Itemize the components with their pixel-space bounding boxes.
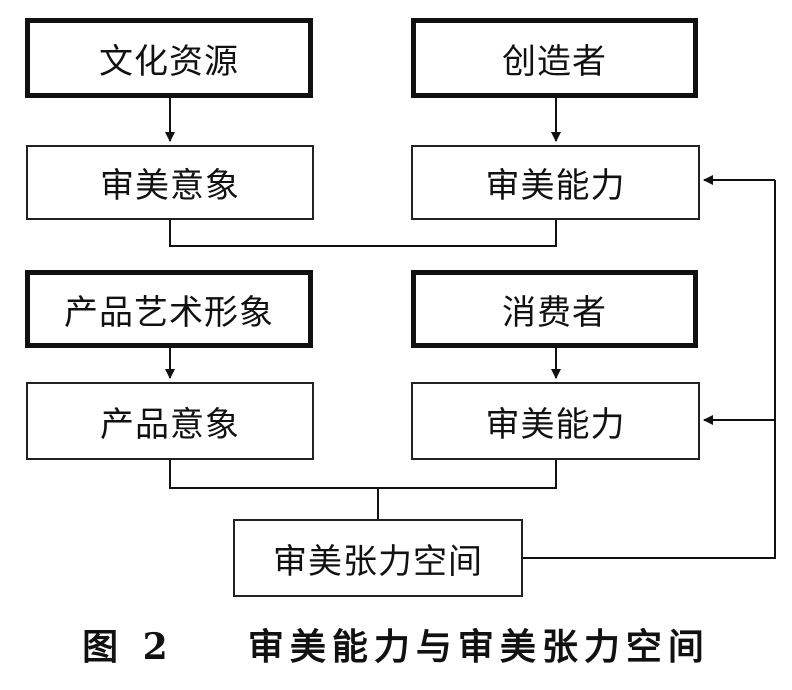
figure-title: 审美能力与审美张力空间 [247,626,710,668]
creator-box: 创造者 [411,18,698,98]
join-line-top [169,220,557,247]
cultural-resources-label: 文化资源 [99,41,239,82]
product-art-image-box: 产品艺术形象 [25,270,313,348]
join-line-bottom [169,460,557,489]
product-art-image-label: 产品艺术形象 [64,292,274,333]
creator-aesthetic-ability-box: 审美能力 [411,145,700,220]
creator-label: 创造者 [502,41,607,82]
figure-caption: 图 2 审美能力与审美张力空间 [0,622,792,672]
aesthetic-imagery-label: 审美意象 [100,166,240,206]
aesthetic-imagery-box: 审美意象 [26,145,314,220]
feedback-line [523,180,776,559]
consumer-label: 消费者 [502,292,607,333]
product-imagery-box: 产品意象 [26,382,314,460]
figure-number: 图 2 [82,626,174,668]
consumer-box: 消费者 [411,270,698,348]
creator-aesthetic-ability-label: 审美能力 [485,166,626,206]
aesthetic-tension-space-box: 审美张力空间 [233,519,523,597]
aesthetic-tension-space-label: 审美张力空间 [273,541,483,582]
product-imagery-label: 产品意象 [100,404,240,445]
consumer-aesthetic-ability-box: 审美能力 [411,382,700,460]
cultural-resources-box: 文化资源 [25,18,313,98]
consumer-aesthetic-ability-label: 审美能力 [485,404,626,445]
